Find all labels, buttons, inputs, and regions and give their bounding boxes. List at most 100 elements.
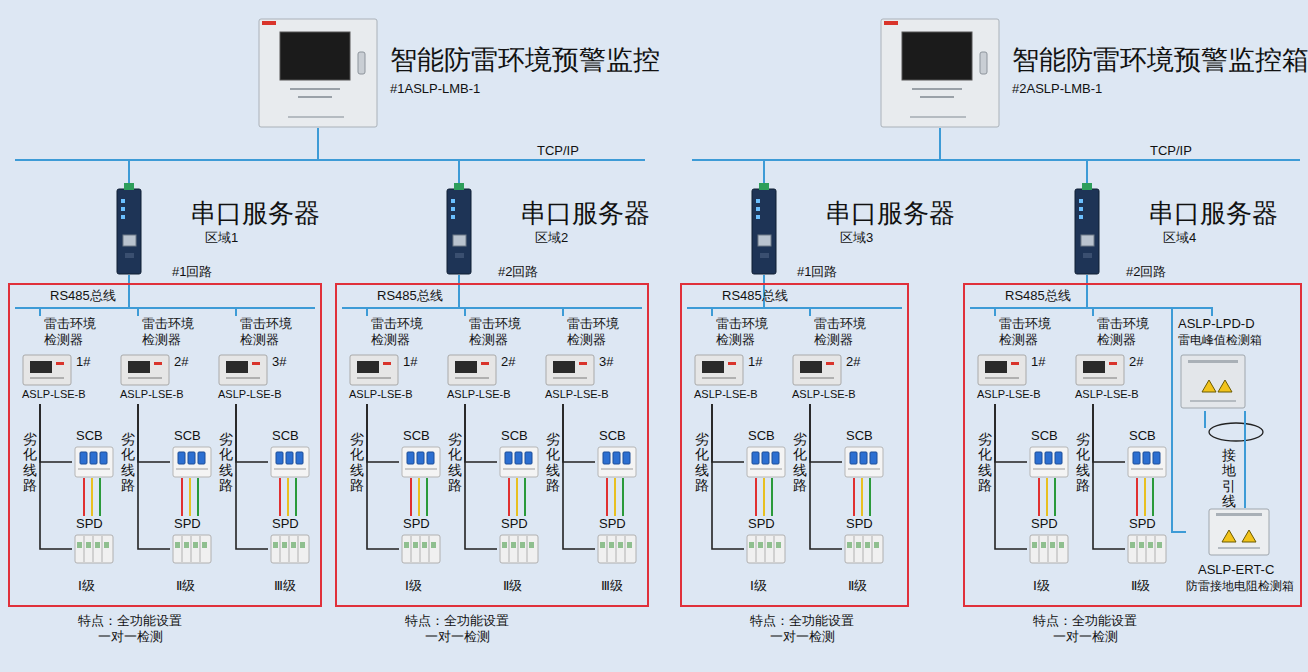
phase-wire xyxy=(516,478,518,516)
device-title: 防雷接地电阻检测箱 xyxy=(1186,579,1294,593)
peak-detector-box: ASLP-LPD-D雷电峰值检测箱 xyxy=(1178,316,1278,411)
model-number: ASLP-LSE-B xyxy=(22,388,86,401)
power-wire xyxy=(1093,404,1125,549)
phase-wire xyxy=(426,478,428,516)
zone-label: 区域2 xyxy=(535,230,568,246)
spd-protector-picture xyxy=(1127,534,1167,564)
spd-protector: SPD xyxy=(842,516,886,566)
scb-breaker: SCB xyxy=(744,428,788,478)
callout-number: 1# xyxy=(748,354,762,370)
device-label: SCB xyxy=(748,428,775,444)
device-title: 串口服务器 xyxy=(520,198,650,229)
device-title: 雷击环境 检测器 xyxy=(371,316,429,349)
strike-detector: 雷击环境 检测器3#ASLP-LSE-B xyxy=(218,316,308,404)
spd-protector: SPD xyxy=(399,516,443,566)
lead-label: 接地引线 xyxy=(1222,448,1236,510)
scb-breaker-picture xyxy=(1029,446,1069,478)
device-label: SPD xyxy=(599,516,626,532)
strike-detector-picture xyxy=(1075,354,1125,386)
signal-line xyxy=(129,128,318,183)
power-wire xyxy=(367,404,399,462)
monitor-box: 智能防雷环境预警监控箱#2ASLP-LMB-1 xyxy=(880,18,1308,128)
phase-wire xyxy=(524,478,526,516)
power-wire xyxy=(995,404,1027,549)
signal-line xyxy=(459,275,563,316)
circuit-label: 劣化线路 xyxy=(219,432,233,494)
zone-label: 区域1 xyxy=(205,230,238,246)
strike-detector-picture xyxy=(447,354,497,386)
level-label: Ⅲ级 xyxy=(274,578,296,594)
signal-line xyxy=(940,128,1087,183)
scb-breaker: SCB xyxy=(399,428,443,478)
device-title: 雷击环境 检测器 xyxy=(999,316,1057,349)
signal-line xyxy=(1087,275,1212,316)
device-title: 串口服务器 xyxy=(190,198,320,229)
circuit-label: 劣化线路 xyxy=(546,432,560,494)
scb-breaker: SCB xyxy=(170,428,214,478)
phase-wire xyxy=(1046,478,1048,516)
power-wire xyxy=(810,404,842,549)
protocol-label: TCP/IP xyxy=(1150,143,1192,159)
phase-wire xyxy=(287,478,289,516)
model-number: ASLP-LSE-B xyxy=(447,388,511,401)
model-number: ASLP-LSE-B xyxy=(694,388,758,401)
device-label: SPD xyxy=(1031,516,1058,532)
model-number: #1ASLP-LMB-1 xyxy=(390,81,480,97)
callout-number: 2# xyxy=(501,354,515,370)
signal-line xyxy=(995,275,1087,316)
model-number: ASLP-LSE-B xyxy=(545,388,609,401)
device-label: SPD xyxy=(748,516,775,532)
power-wire xyxy=(410,478,412,516)
callout-number: 3# xyxy=(272,354,286,370)
callout-number: 3# xyxy=(599,354,613,370)
model-number: ASLP-LSE-B xyxy=(1075,388,1139,401)
scb-breaker-picture xyxy=(597,446,637,478)
phase-wire xyxy=(197,478,199,516)
power-wire xyxy=(138,404,170,462)
level-label: Ⅱ级 xyxy=(176,578,195,594)
strike-detector: 雷击环境 检测器2#ASLP-LSE-B xyxy=(447,316,537,404)
power-wire xyxy=(367,404,399,549)
circuit-label: 劣化线路 xyxy=(695,432,709,494)
circuit-label: 劣化线路 xyxy=(1076,432,1090,494)
power-wire xyxy=(712,404,744,462)
device-label: SCB xyxy=(501,428,528,444)
strike-detector: 雷击环境 检测器1#ASLP-LSE-B xyxy=(694,316,784,404)
loop-region: RS485总线特点：全功能设置 一对一检测雷击环境 检测器1#ASLP-LSE-… xyxy=(965,285,1300,605)
spd-protector: SPD xyxy=(72,516,116,566)
feature-note: 特点：全功能设置 一对一检测 xyxy=(742,613,862,644)
model-number: ASLP-LSE-B xyxy=(349,388,413,401)
phase-wire xyxy=(418,478,420,516)
scb-breaker: SCB xyxy=(1027,428,1071,478)
power-wire xyxy=(138,404,170,549)
strike-detector-picture xyxy=(22,354,72,386)
device-title: 雷击环境 检测器 xyxy=(567,316,625,349)
spd-protector-picture xyxy=(1029,534,1069,564)
power-wire xyxy=(40,404,72,462)
device-title: 串口服务器 xyxy=(1148,198,1278,229)
strike-detector: 雷击环境 检测器1#ASLP-LSE-B xyxy=(22,316,112,404)
scb-breaker-picture xyxy=(401,446,441,478)
power-wire xyxy=(563,404,595,462)
protocol-label: TCP/IP xyxy=(537,143,579,159)
callout-number: 1# xyxy=(1031,354,1045,370)
scb-breaker-picture xyxy=(74,446,114,478)
callout-number: 2# xyxy=(1129,354,1143,370)
signal-line xyxy=(367,275,459,316)
power-wire xyxy=(279,478,281,516)
level-label: Ⅱ级 xyxy=(848,578,867,594)
scb-breaker: SCB xyxy=(595,428,639,478)
strike-detector: 雷击环境 检测器 3# ASLP-LSE-B xyxy=(545,316,635,404)
device-label: SCB xyxy=(1031,428,1058,444)
signal-line xyxy=(129,275,236,316)
phase-wire xyxy=(189,478,191,516)
loop-label: #1回路 xyxy=(172,264,212,280)
scb-breaker-picture xyxy=(270,446,310,478)
device-label: SCB xyxy=(174,428,201,444)
phase-wire xyxy=(614,478,616,516)
serial-server-picture xyxy=(750,183,778,275)
phase-wire xyxy=(861,478,863,516)
phase-wire xyxy=(771,478,773,516)
device-title: 雷击环境 检测器 xyxy=(142,316,200,349)
